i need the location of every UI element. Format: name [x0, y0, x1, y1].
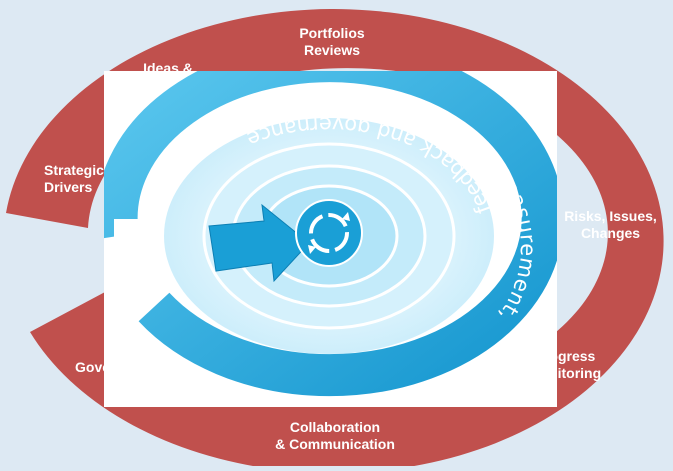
- cycle-band-arc: [104, 71, 557, 397]
- label-collaboration-communication: Collaboration & Communication: [275, 419, 395, 452]
- cycle-graphic-svg: Continuous innovation, planning, measure…: [104, 71, 557, 397]
- band-start-cap: [114, 219, 152, 241]
- label-risks-issues-changes: Risks, Issues, Changes: [564, 208, 657, 241]
- continuous-cycle-graphic: Continuous innovation, planning, measure…: [104, 71, 557, 407]
- label-portfolios-reviews: Portfolios Reviews: [299, 25, 365, 58]
- label-strategic-drivers: Strategic Drivers: [44, 162, 104, 195]
- refresh-cycle-icon: [295, 199, 363, 267]
- pointer-arrow: [208, 203, 310, 283]
